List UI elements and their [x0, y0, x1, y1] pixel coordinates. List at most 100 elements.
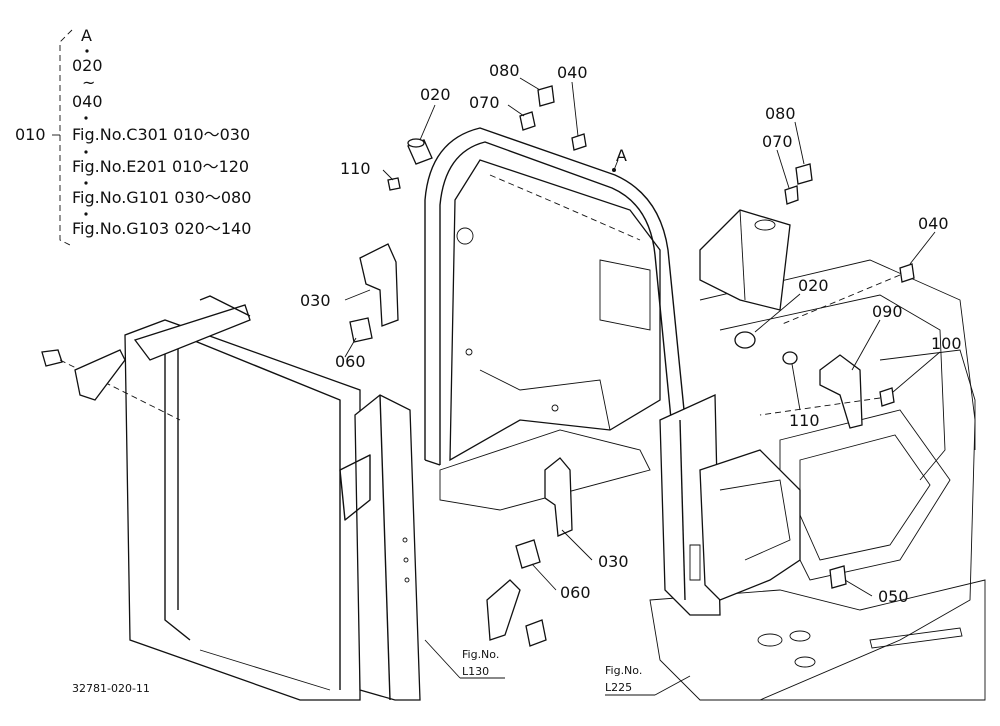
sleeve-020-top-end: [407, 138, 425, 148]
floor-hole: [794, 656, 816, 668]
radiator-frame: [41, 295, 421, 701]
index-dot: [84, 181, 88, 185]
callout-080: 080: [489, 61, 520, 80]
radiator-frame-body: [124, 319, 361, 701]
callout-060: 060: [335, 352, 366, 371]
callout-090: 090: [872, 302, 903, 321]
floor-cutout: [779, 409, 951, 581]
frame-floor-plate: [439, 429, 651, 511]
frame-right-leg-edge: [679, 419, 686, 601]
leader-030-lower: [561, 529, 593, 561]
leader-070-right: [776, 149, 790, 189]
bolt-left: [41, 349, 63, 367]
partition-bracket: [339, 454, 371, 521]
callout-A: A: [616, 146, 627, 165]
upper-right-box: [699, 209, 791, 311]
leader-070-top: [507, 104, 525, 117]
box-edge: [739, 209, 746, 301]
index-ref-4: Fig.No.G103 020～140: [72, 219, 251, 238]
index-dot: [84, 212, 88, 216]
leader-020-right: [754, 293, 801, 333]
bolt-080-right: [795, 163, 813, 185]
partition-edge: [379, 394, 391, 701]
frame-back-panel: [449, 159, 661, 462]
fig-ref-L225-line2: L225: [605, 681, 632, 694]
bolt-040-right: [899, 263, 915, 283]
frame-back-hole: [456, 227, 474, 245]
frame-right-base-inner: [719, 479, 791, 561]
index-ref-1: Fig.No.C301 010～030: [72, 125, 250, 144]
small-parts: [349, 85, 915, 647]
figure-references: Fig.No. L130 Fig.No. L225: [462, 648, 642, 694]
partition-hole: [403, 557, 409, 563]
grommet-110-right: [782, 351, 798, 365]
sleeve-020-right: [734, 331, 756, 349]
radiator-frame-tab: [199, 295, 251, 317]
bracket-090: [819, 354, 863, 429]
frame-arch-inner: [439, 141, 677, 471]
index-range-end: 040: [72, 92, 103, 111]
floor-plate: [649, 579, 986, 701]
leader-L130: [424, 639, 461, 679]
bracket-lower-left: [486, 579, 521, 641]
callout-050: 050: [878, 587, 909, 606]
marker-A-dot: [612, 168, 616, 172]
callout-030: 030: [300, 291, 331, 310]
fig-ref-L130-line2: L130: [462, 665, 489, 678]
bracket-030-lower: [544, 457, 573, 537]
leader-060-lower: [531, 563, 557, 591]
frame-back-hole: [551, 404, 559, 412]
cushion-060-lower: [515, 539, 541, 569]
partition-hole: [404, 577, 410, 583]
main-frame-010: [424, 127, 801, 616]
floor-hole: [789, 630, 811, 642]
washer-070-top: [519, 111, 536, 131]
fig-ref-L225-line1: Fig.No.: [605, 664, 642, 677]
leader-090: [851, 319, 881, 371]
leader-030-upper: [344, 289, 371, 301]
index-dot: [85, 49, 89, 53]
grommet-110-top: [387, 177, 401, 191]
cushion-060-upper: [349, 317, 373, 343]
floor-rail: [879, 349, 976, 450]
callout-060: 060: [560, 583, 591, 602]
leader-060-upper: [344, 337, 357, 358]
callout-030: 030: [598, 552, 629, 571]
leader-110-top: [382, 169, 394, 181]
index-top-letter: A: [81, 26, 92, 45]
drawing-number: 32781-020-11: [72, 682, 150, 695]
frame-back-panel-cut: [479, 369, 611, 431]
callout-040: 040: [918, 214, 949, 233]
washer-070-right: [784, 185, 799, 205]
leader-040-right: [909, 231, 936, 265]
callout-labels: 080 040 020 070 110 A 080 070 040 020 09…: [300, 61, 962, 606]
floor-cutout-inner: [799, 434, 931, 561]
callout-leaders: [344, 77, 941, 696]
box-hole: [754, 219, 776, 231]
frame-arch-hidden: [489, 174, 641, 241]
callout-100: 100: [931, 334, 962, 353]
frame-arch-foot: [424, 459, 441, 466]
floor-slot: [869, 627, 963, 649]
leader-020-top: [419, 104, 436, 141]
callout-070: 070: [469, 93, 500, 112]
partition-plate: [354, 394, 421, 701]
leader-050: [844, 579, 873, 597]
index-range-tilde: ~: [82, 73, 95, 92]
index-dot: [84, 116, 88, 120]
floor-hole: [757, 633, 783, 647]
bolt-040-top: [571, 133, 587, 151]
partition-hole: [402, 537, 408, 543]
bolt-080-top: [537, 85, 555, 107]
index-ref-3: Fig.No.G101 030～080: [72, 188, 251, 207]
bolt-100: [879, 387, 895, 407]
index-main-part: 010: [15, 125, 46, 144]
callout-020: 020: [798, 276, 829, 295]
floor-inner: [719, 294, 946, 481]
frame-right-leg-slot: [689, 544, 701, 581]
radiator-frame-bottom: [199, 649, 331, 691]
bolt-lower-left: [525, 619, 547, 647]
frame-back-hole: [465, 348, 473, 356]
leader-080-top: [519, 77, 541, 91]
